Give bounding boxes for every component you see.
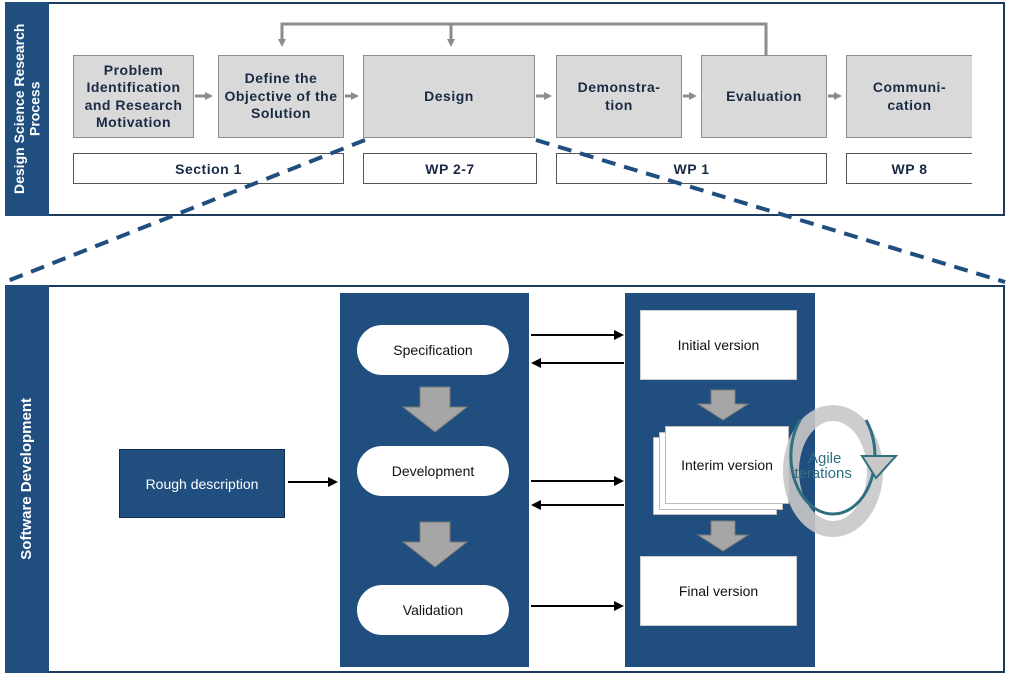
step-design-label: Design: [424, 87, 474, 104]
step-demonstration: Demonstra-tion: [556, 55, 682, 138]
step-communication: Communi-cation: [846, 55, 972, 138]
rough-description-label: Rough description: [145, 475, 259, 492]
agile-label-line1: Agile: [808, 450, 841, 467]
step-problem-identification: Problem Identification and Research Moti…: [73, 55, 194, 138]
validation-step: Validation: [357, 585, 509, 635]
initial-version-label: Initial version: [677, 337, 760, 353]
step-problem-identification-label: Problem Identification and Research Moti…: [84, 61, 183, 131]
agile-cycle-icon: Agile iterations: [783, 405, 899, 537]
ref-wp-1: WP 1: [556, 153, 827, 184]
interim-version-box: Interim version: [665, 426, 789, 504]
flow-arrows: [288, 330, 624, 611]
ref-wp-2-7: WP 2-7: [363, 153, 537, 184]
software-development-sidebar: Software Development: [5, 285, 49, 673]
feedback-loop-arrows: [278, 22, 768, 55]
specification-step: Specification: [357, 325, 509, 375]
interim-version-label: Interim version: [681, 457, 773, 473]
ref-section-1: Section 1: [73, 153, 344, 184]
ref-section-1-label: Section 1: [175, 160, 242, 177]
ref-wp-8-label: WP 8: [891, 160, 928, 177]
process-down-arrows: [401, 386, 469, 568]
final-version-box: Final version: [640, 556, 797, 626]
ref-wp-2-7-label: WP 2-7: [425, 160, 475, 177]
step-communication-label: Communi-cation: [872, 79, 947, 113]
step-design: Design: [363, 55, 535, 138]
rough-description-box: Rough description: [119, 449, 285, 518]
development-label: Development: [391, 463, 475, 479]
ref-wp-8: WP 8: [846, 153, 972, 184]
agile-label-line2: iterations: [791, 465, 852, 482]
validation-label: Validation: [402, 602, 464, 618]
step-define-objective-label: Define the Objective of the Solution: [224, 70, 338, 122]
ref-wp-1-label: WP 1: [673, 160, 710, 177]
step-demonstration-label: Demonstra-tion: [577, 79, 661, 113]
zoom-dashed-lines: [4, 138, 1006, 284]
final-version-label: Final version: [678, 583, 759, 599]
specification-label: Specification: [393, 342, 473, 358]
step-evaluation-label: Evaluation: [726, 87, 802, 104]
step-define-objective: Define the Objective of the Solution: [218, 55, 344, 138]
version-down-arrows: [696, 389, 750, 552]
development-step: Development: [357, 446, 509, 496]
step-evaluation: Evaluation: [701, 55, 827, 138]
dsr-process-sidebar: Design Science Research Process: [5, 2, 49, 216]
initial-version-box: Initial version: [640, 310, 797, 380]
